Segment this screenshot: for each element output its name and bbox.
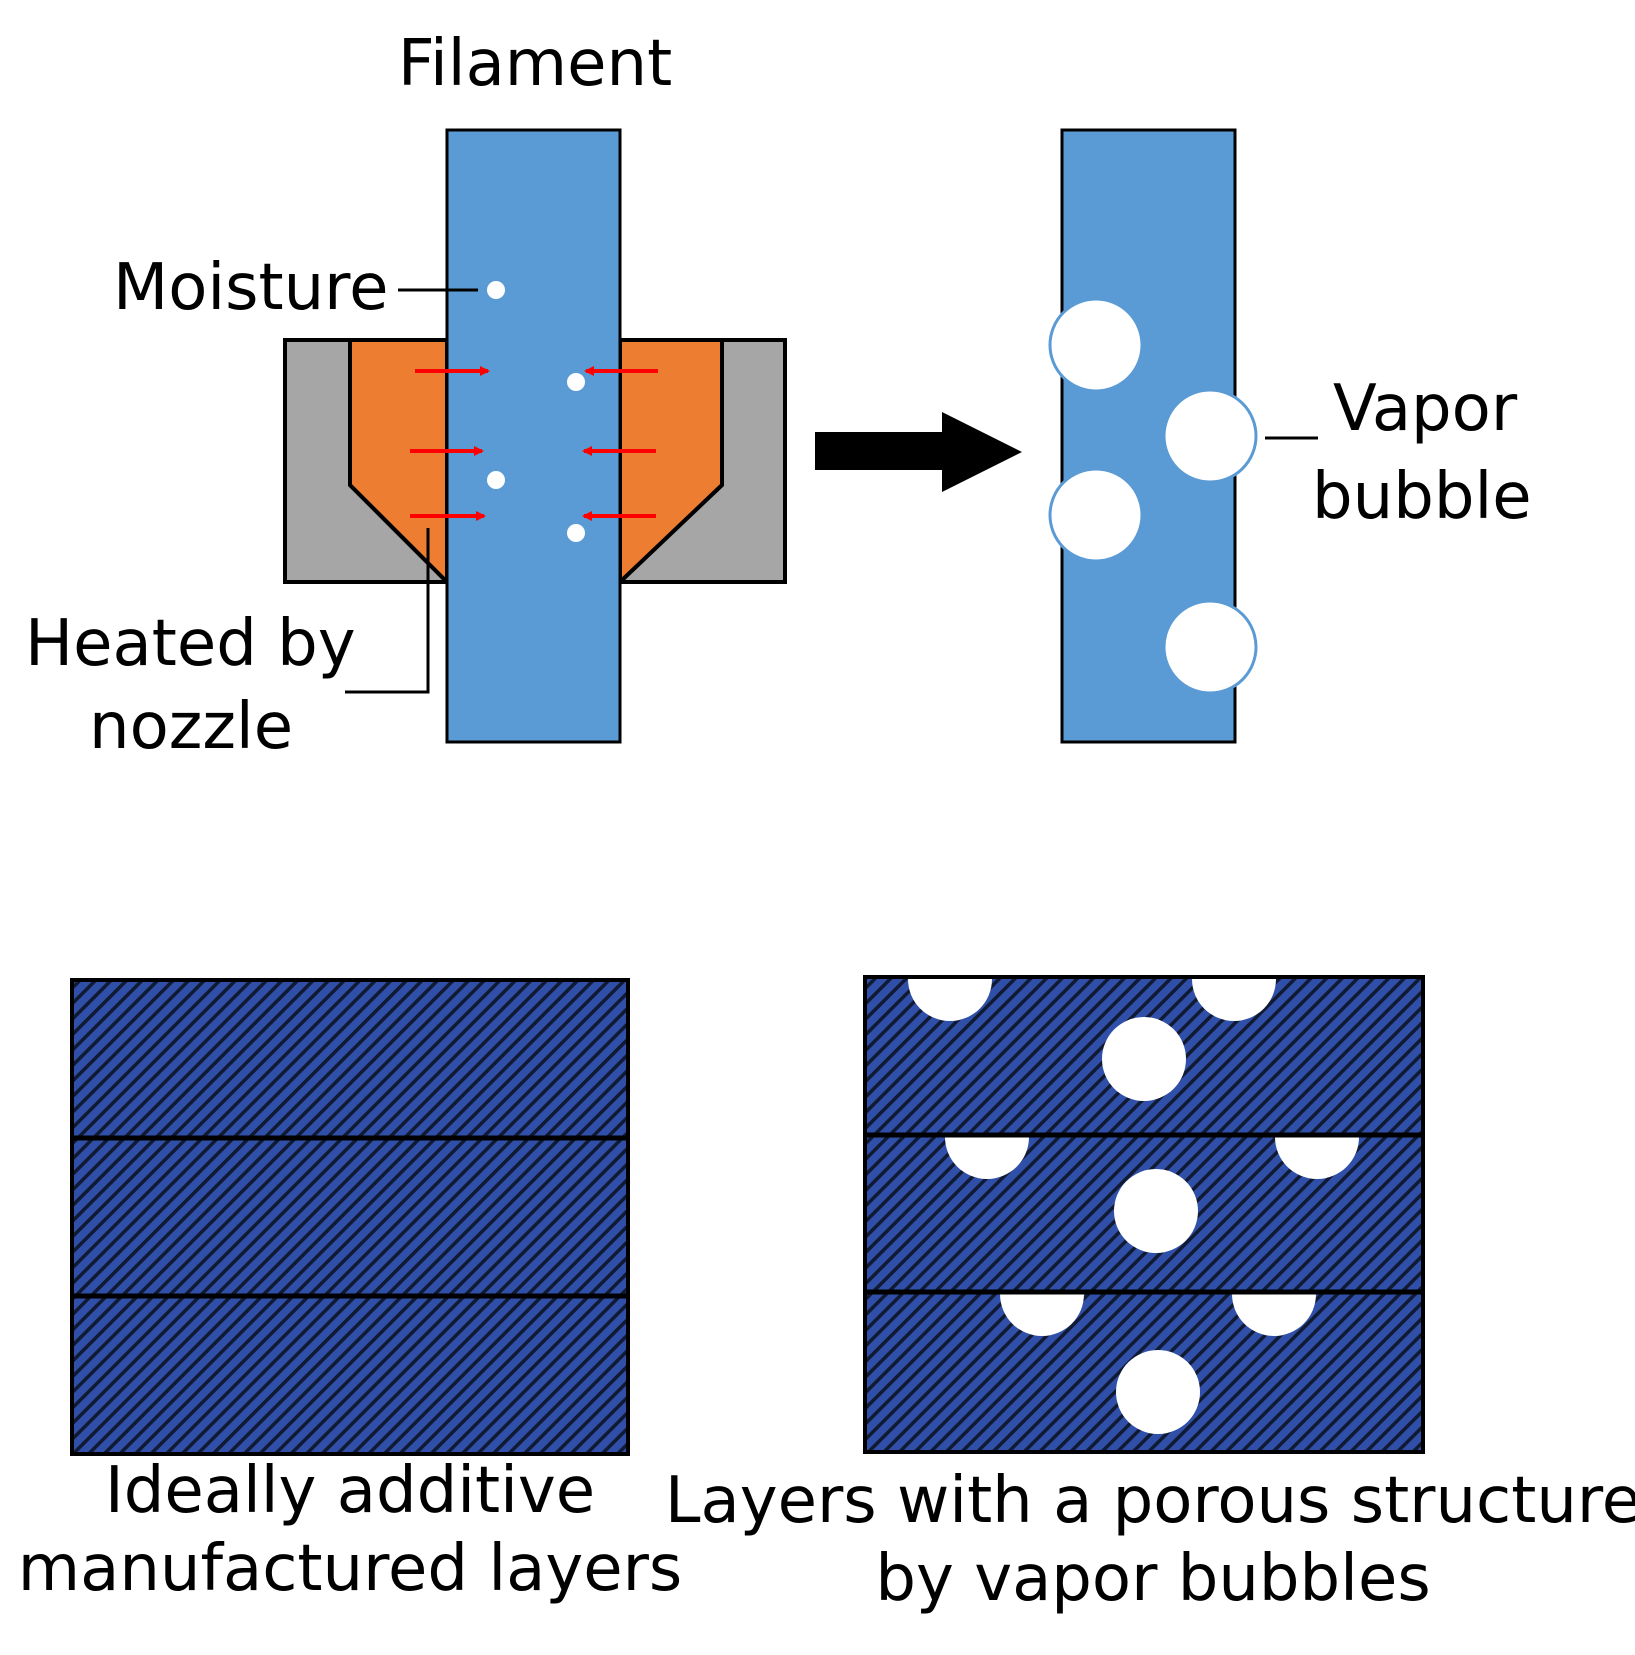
moisture-droplet bbox=[567, 373, 585, 391]
moisture-droplets bbox=[487, 281, 585, 542]
ideal-caption-line1: Ideally additive bbox=[105, 1454, 595, 1528]
pore bbox=[1275, 1137, 1359, 1179]
moisture-droplet bbox=[487, 281, 505, 299]
filament-in-nozzle bbox=[445, 128, 622, 744]
process-arrow-icon bbox=[815, 412, 1022, 492]
vapor-bubble bbox=[1048, 297, 1144, 393]
pore bbox=[908, 979, 992, 1021]
vapor-callout: Vapor bubble bbox=[1265, 372, 1532, 534]
ideal-layers bbox=[70, 978, 630, 1456]
ideal-layers-block bbox=[70, 978, 630, 1456]
pore bbox=[1114, 1169, 1198, 1253]
pore bbox=[1102, 1017, 1186, 1101]
heat-arrows bbox=[410, 366, 658, 521]
vapor-bubble bbox=[1162, 599, 1258, 695]
moisture-callout: Moisture bbox=[113, 251, 478, 325]
heated-label-line2: nozzle bbox=[89, 690, 293, 764]
vapor-bubbles bbox=[1048, 297, 1258, 695]
porous-caption-line2: by vapor bubbles bbox=[875, 1542, 1430, 1616]
ideal-caption-line2: manufactured layers bbox=[18, 1532, 682, 1606]
vapor-bubble bbox=[1162, 388, 1258, 484]
heated-leader-line bbox=[345, 528, 430, 694]
pore bbox=[1000, 1294, 1084, 1336]
vapor-label-line1: Vapor bbox=[1333, 372, 1518, 446]
pore bbox=[1232, 1294, 1316, 1336]
porous-layers-outline bbox=[863, 975, 1425, 1454]
filament-label: Filament bbox=[398, 27, 672, 101]
pore bbox=[945, 1137, 1029, 1179]
pore bbox=[1192, 979, 1276, 1021]
porous-layers bbox=[863, 975, 1425, 1454]
pores bbox=[908, 979, 1359, 1434]
heated-label-line1: Heated by bbox=[25, 607, 356, 681]
pore bbox=[1116, 1350, 1200, 1434]
moisture-droplet bbox=[487, 471, 505, 489]
moisture-droplet bbox=[567, 524, 585, 542]
heated-callout: Heated by nozzle bbox=[25, 528, 430, 764]
vapor-bubble bbox=[1048, 467, 1144, 563]
vapor-label-line2: bubble bbox=[1312, 460, 1532, 534]
moisture-label: Moisture bbox=[113, 251, 388, 325]
porous-caption-line1: Layers with a porous structure bbox=[665, 1464, 1635, 1538]
